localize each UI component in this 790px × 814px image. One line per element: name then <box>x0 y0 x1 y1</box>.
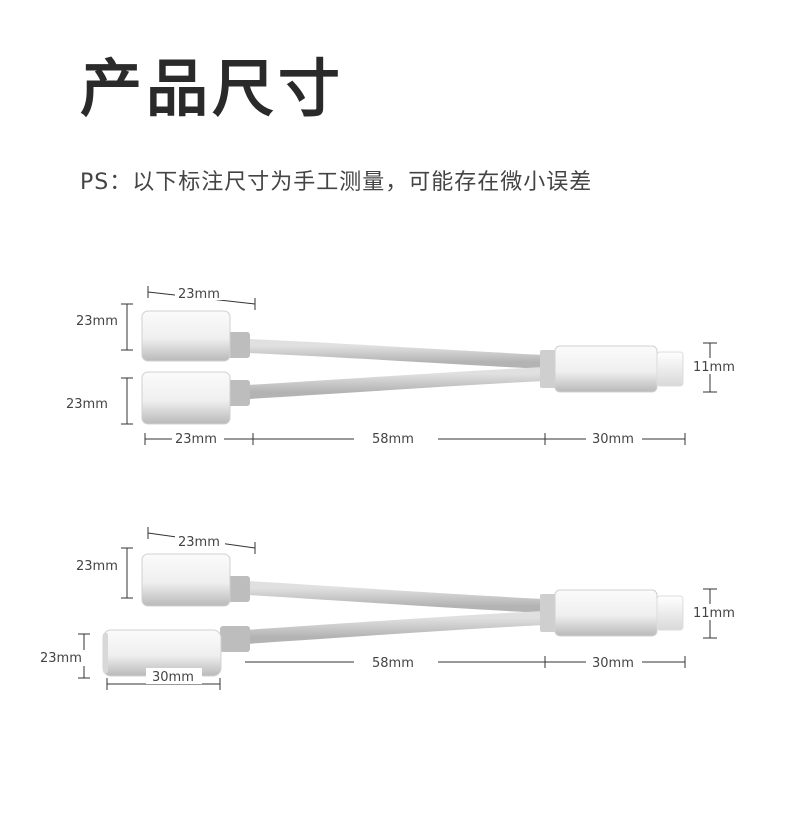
dim-bottom-jack-height: 23mm <box>40 651 82 666</box>
lightning-connector-bottom <box>540 589 684 637</box>
diagram-bottom: 23mm 23mm 23mm 30mm 58mm 30mm 11mm <box>40 527 740 690</box>
diagram-top: 23mm 23mm 23mm 23mm 58mm 30mm 11mm <box>66 284 740 447</box>
audio-jack-bottom <box>102 626 250 677</box>
cable-top-a <box>241 339 552 369</box>
dim-bottom-jack-width: 30mm <box>152 670 194 685</box>
dim-top-plug-a-height: 23mm <box>76 314 118 329</box>
dim-top-bottom-left: 23mm <box>175 432 217 447</box>
dim-bottom-plug-a-height: 23mm <box>76 559 118 574</box>
dim-bottom-plug-a-width: 23mm <box>178 535 220 550</box>
cable-bottom-a <box>241 581 552 613</box>
dim-top-bottom-right: 30mm <box>592 432 634 447</box>
dim-bottom-bottom-right: 30mm <box>592 656 634 671</box>
plug-a-top <box>141 310 250 362</box>
dim-top-plug-a-width: 23mm <box>178 287 220 302</box>
measurement-note: PS：以下标注尺寸为手工测量，可能存在微小误差 <box>80 170 593 195</box>
plug-a-bottom <box>141 553 250 607</box>
cable-top-b <box>241 367 552 399</box>
plug-b-top <box>141 371 250 425</box>
dim-bottom-bottom-mid: 58mm <box>372 656 414 671</box>
dim-top-lightning-height: 11mm <box>693 360 735 375</box>
page-title: 产品尺寸 <box>80 52 345 125</box>
dim-top-plug-b-height: 23mm <box>66 397 108 412</box>
cable-bottom-b <box>238 611 552 644</box>
dim-top-bottom-mid: 58mm <box>372 432 414 447</box>
dim-bottom-lightning-height: 11mm <box>693 606 735 621</box>
lightning-connector-top <box>540 345 684 393</box>
